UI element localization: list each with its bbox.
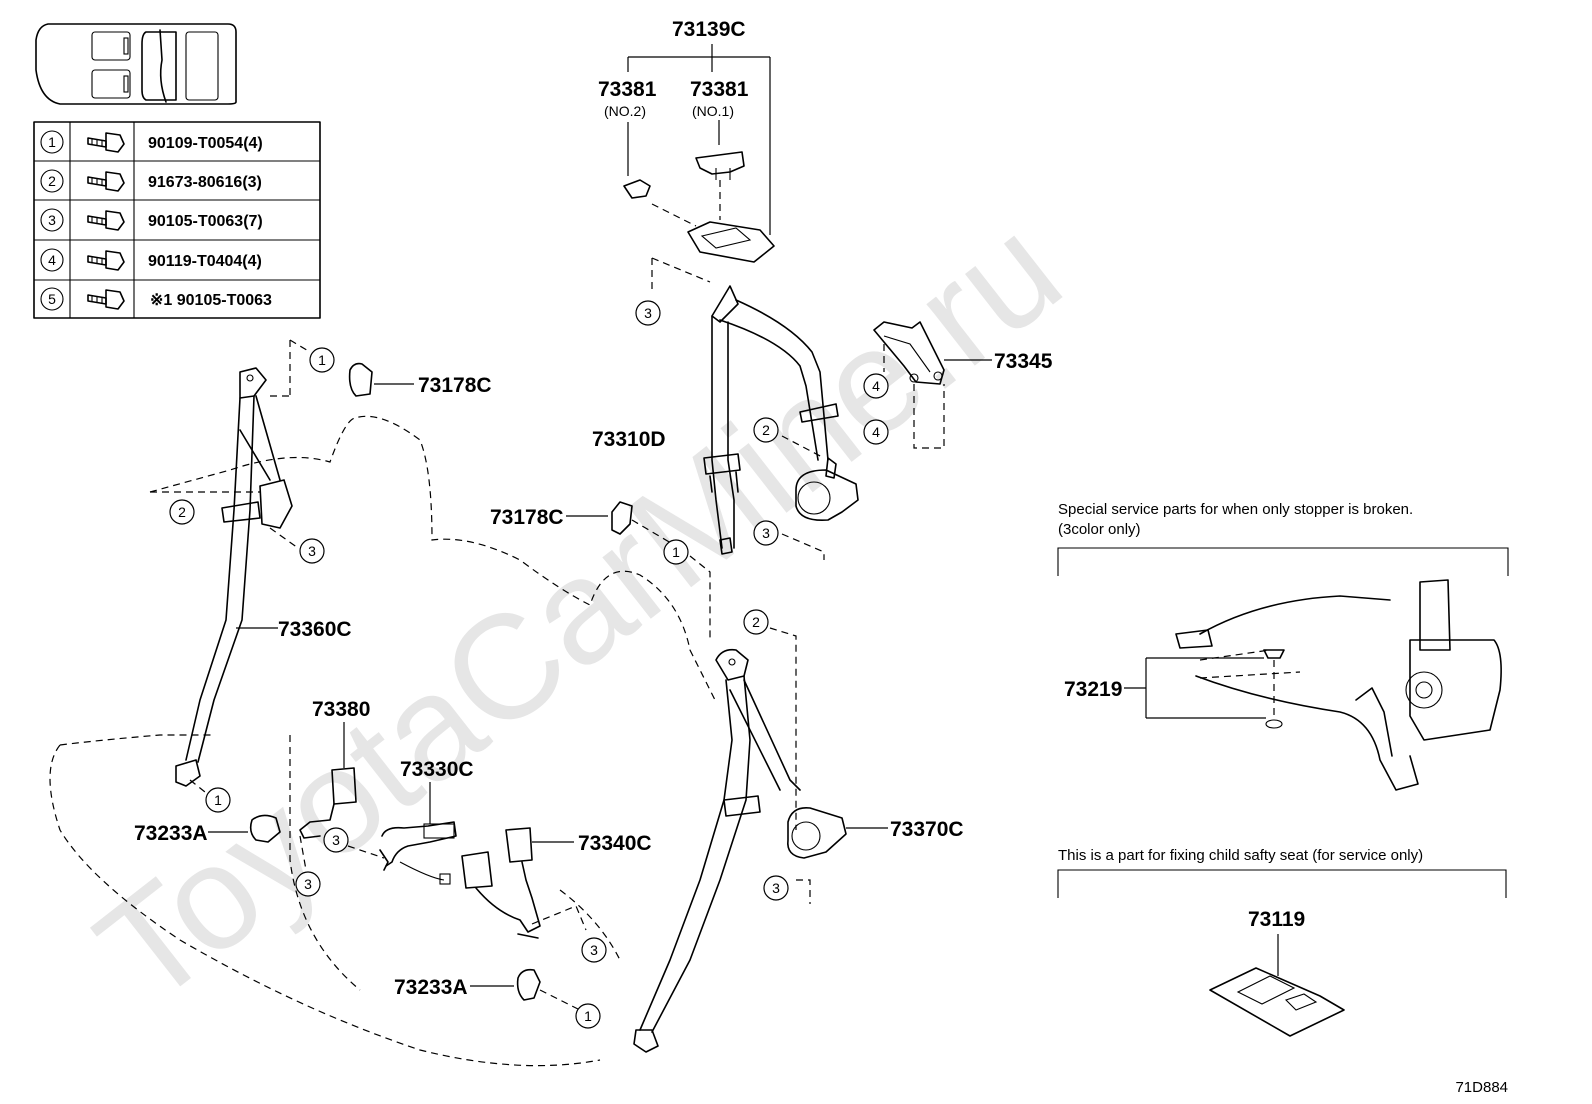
callout-circle	[323, 827, 349, 853]
callout-number: 4	[872, 378, 880, 394]
label-73219: 73219	[1064, 678, 1122, 701]
callout-number: 2	[178, 504, 186, 520]
callout-number: 3	[308, 543, 316, 559]
callout-number: 2	[762, 422, 770, 438]
stopper-service-box	[1057, 547, 1509, 791]
label-73345: 73345	[994, 350, 1053, 373]
callout-number: 3	[332, 832, 340, 848]
callout-circle	[299, 538, 325, 564]
label-73381-no2-sub: (NO.2)	[604, 103, 646, 119]
table-row-part-code: 90119-T0404(4)	[148, 253, 262, 270]
table-row-number-circle	[40, 130, 64, 154]
table-row-number: 2	[48, 173, 56, 189]
callout-number: 2	[752, 614, 760, 630]
part-73370C-right-belt	[633, 627, 888, 1053]
part-73340C-buckle	[461, 827, 587, 939]
callout-circle	[763, 875, 789, 901]
label-73310D: 73310D	[592, 428, 666, 451]
part-73178C-cover-upper	[348, 362, 414, 397]
table-row-number-circle	[40, 248, 64, 272]
label-73330C: 73330C	[400, 758, 474, 781]
table-row-number-circle	[40, 287, 64, 311]
bolt-icon	[87, 250, 125, 271]
label-73380: 73380	[312, 698, 370, 721]
label-73360C: 73360C	[278, 618, 352, 641]
part-73233A-cover-bottom	[470, 968, 581, 1011]
callout-number: 4	[872, 424, 880, 440]
diagram-code: 71D884	[1455, 1079, 1508, 1096]
callout-number: 3	[304, 876, 312, 892]
callout-number: 3	[644, 305, 652, 321]
callout-circle	[753, 417, 779, 443]
callout-circle	[635, 300, 661, 326]
callout-number: 3	[590, 942, 598, 958]
callout-circle	[863, 419, 889, 445]
part-73345-bracket	[873, 321, 992, 449]
note-stopper-line1: Special service parts for when only stop…	[1058, 501, 1413, 518]
label-73178C-mid: 73178C	[490, 506, 564, 529]
part-73310D-center-belt	[651, 257, 859, 560]
callout-circle	[581, 937, 607, 963]
callout-number: 1	[584, 1008, 592, 1024]
bolt-icon	[87, 171, 125, 192]
label-73139C: 73139C	[672, 18, 746, 41]
label-73233A-bottom: 73233A	[394, 976, 468, 999]
table-row-part-code: ※1 90105-T0063	[150, 292, 272, 309]
callout-number: 3	[772, 880, 780, 896]
table-row-number: 5	[48, 291, 56, 307]
table-row-number: 3	[48, 212, 56, 228]
table-row-part-code: 90109-T0054(4)	[148, 135, 263, 152]
label-73119: 73119	[1248, 908, 1305, 931]
part-73178C-cover-mid	[566, 501, 711, 640]
bolt-icon	[87, 210, 125, 231]
bolt-icon	[87, 289, 125, 310]
table-row-number-circle	[40, 208, 64, 232]
callout-circle	[575, 1003, 601, 1029]
callout-number: 1	[214, 792, 222, 808]
part-labels: 73139C 73381 (NO.2) 73381 (NO.1) 73345 7…	[134, 18, 1508, 1096]
child-seat-service-box	[1057, 869, 1507, 1037]
label-73381-no1-sub: (NO.1)	[692, 103, 734, 119]
table-row-part-code: 90105-T0063(7)	[148, 213, 263, 230]
callout-circle	[169, 499, 195, 525]
part-73139C-bracket-assembly	[623, 44, 775, 263]
callout-circle	[205, 787, 231, 813]
dashed-connectors	[299, 835, 385, 871]
table-row-number: 1	[48, 134, 56, 150]
callout-number: 1	[318, 352, 326, 368]
bolt-table: 1 90109-T0054(4) 2 91673-80616(3) 3 90105-T00…	[33, 121, 321, 319]
seat-outline	[49, 415, 716, 1067]
label-73381-no2: 73381	[598, 78, 657, 101]
part-73360C-left-belt	[150, 339, 311, 797]
note-child-seat: This is a part for fixing child safty se…	[1058, 847, 1423, 864]
label-73233A-left: 73233A	[134, 822, 208, 845]
part-73380-buckle	[299, 722, 357, 839]
note-stopper-line2: (3color only)	[1058, 521, 1141, 538]
callout-circle	[295, 871, 321, 897]
label-73340C: 73340C	[578, 832, 652, 855]
label-73178C-upper: 73178C	[418, 374, 492, 397]
callout-circle	[309, 347, 335, 373]
part-73233A-cover-left	[208, 814, 281, 843]
label-73370C: 73370C	[890, 818, 964, 841]
callout-number: 1	[672, 544, 680, 560]
callout-circle	[863, 373, 889, 399]
table-row-number-circle	[40, 169, 64, 193]
table-row-part-code: 91673-80616(3)	[148, 174, 262, 191]
seat-layout-icon	[35, 23, 237, 105]
callout-number: 3	[762, 525, 770, 541]
label-73381-no1: 73381	[690, 78, 749, 101]
callout-circle	[663, 539, 689, 565]
callout-circles: 1 1 1 1 2 2 2 3 3 3 3 3 3 4 4 3	[169, 300, 889, 1029]
table-row-number: 4	[48, 252, 56, 268]
callout-circle	[743, 609, 769, 635]
watermark-text: ToyotaCarMine.ru	[68, 186, 1090, 1035]
bolt-icon	[87, 132, 125, 153]
part-73330C-buckle	[379, 782, 457, 885]
callout-circle	[753, 520, 779, 546]
